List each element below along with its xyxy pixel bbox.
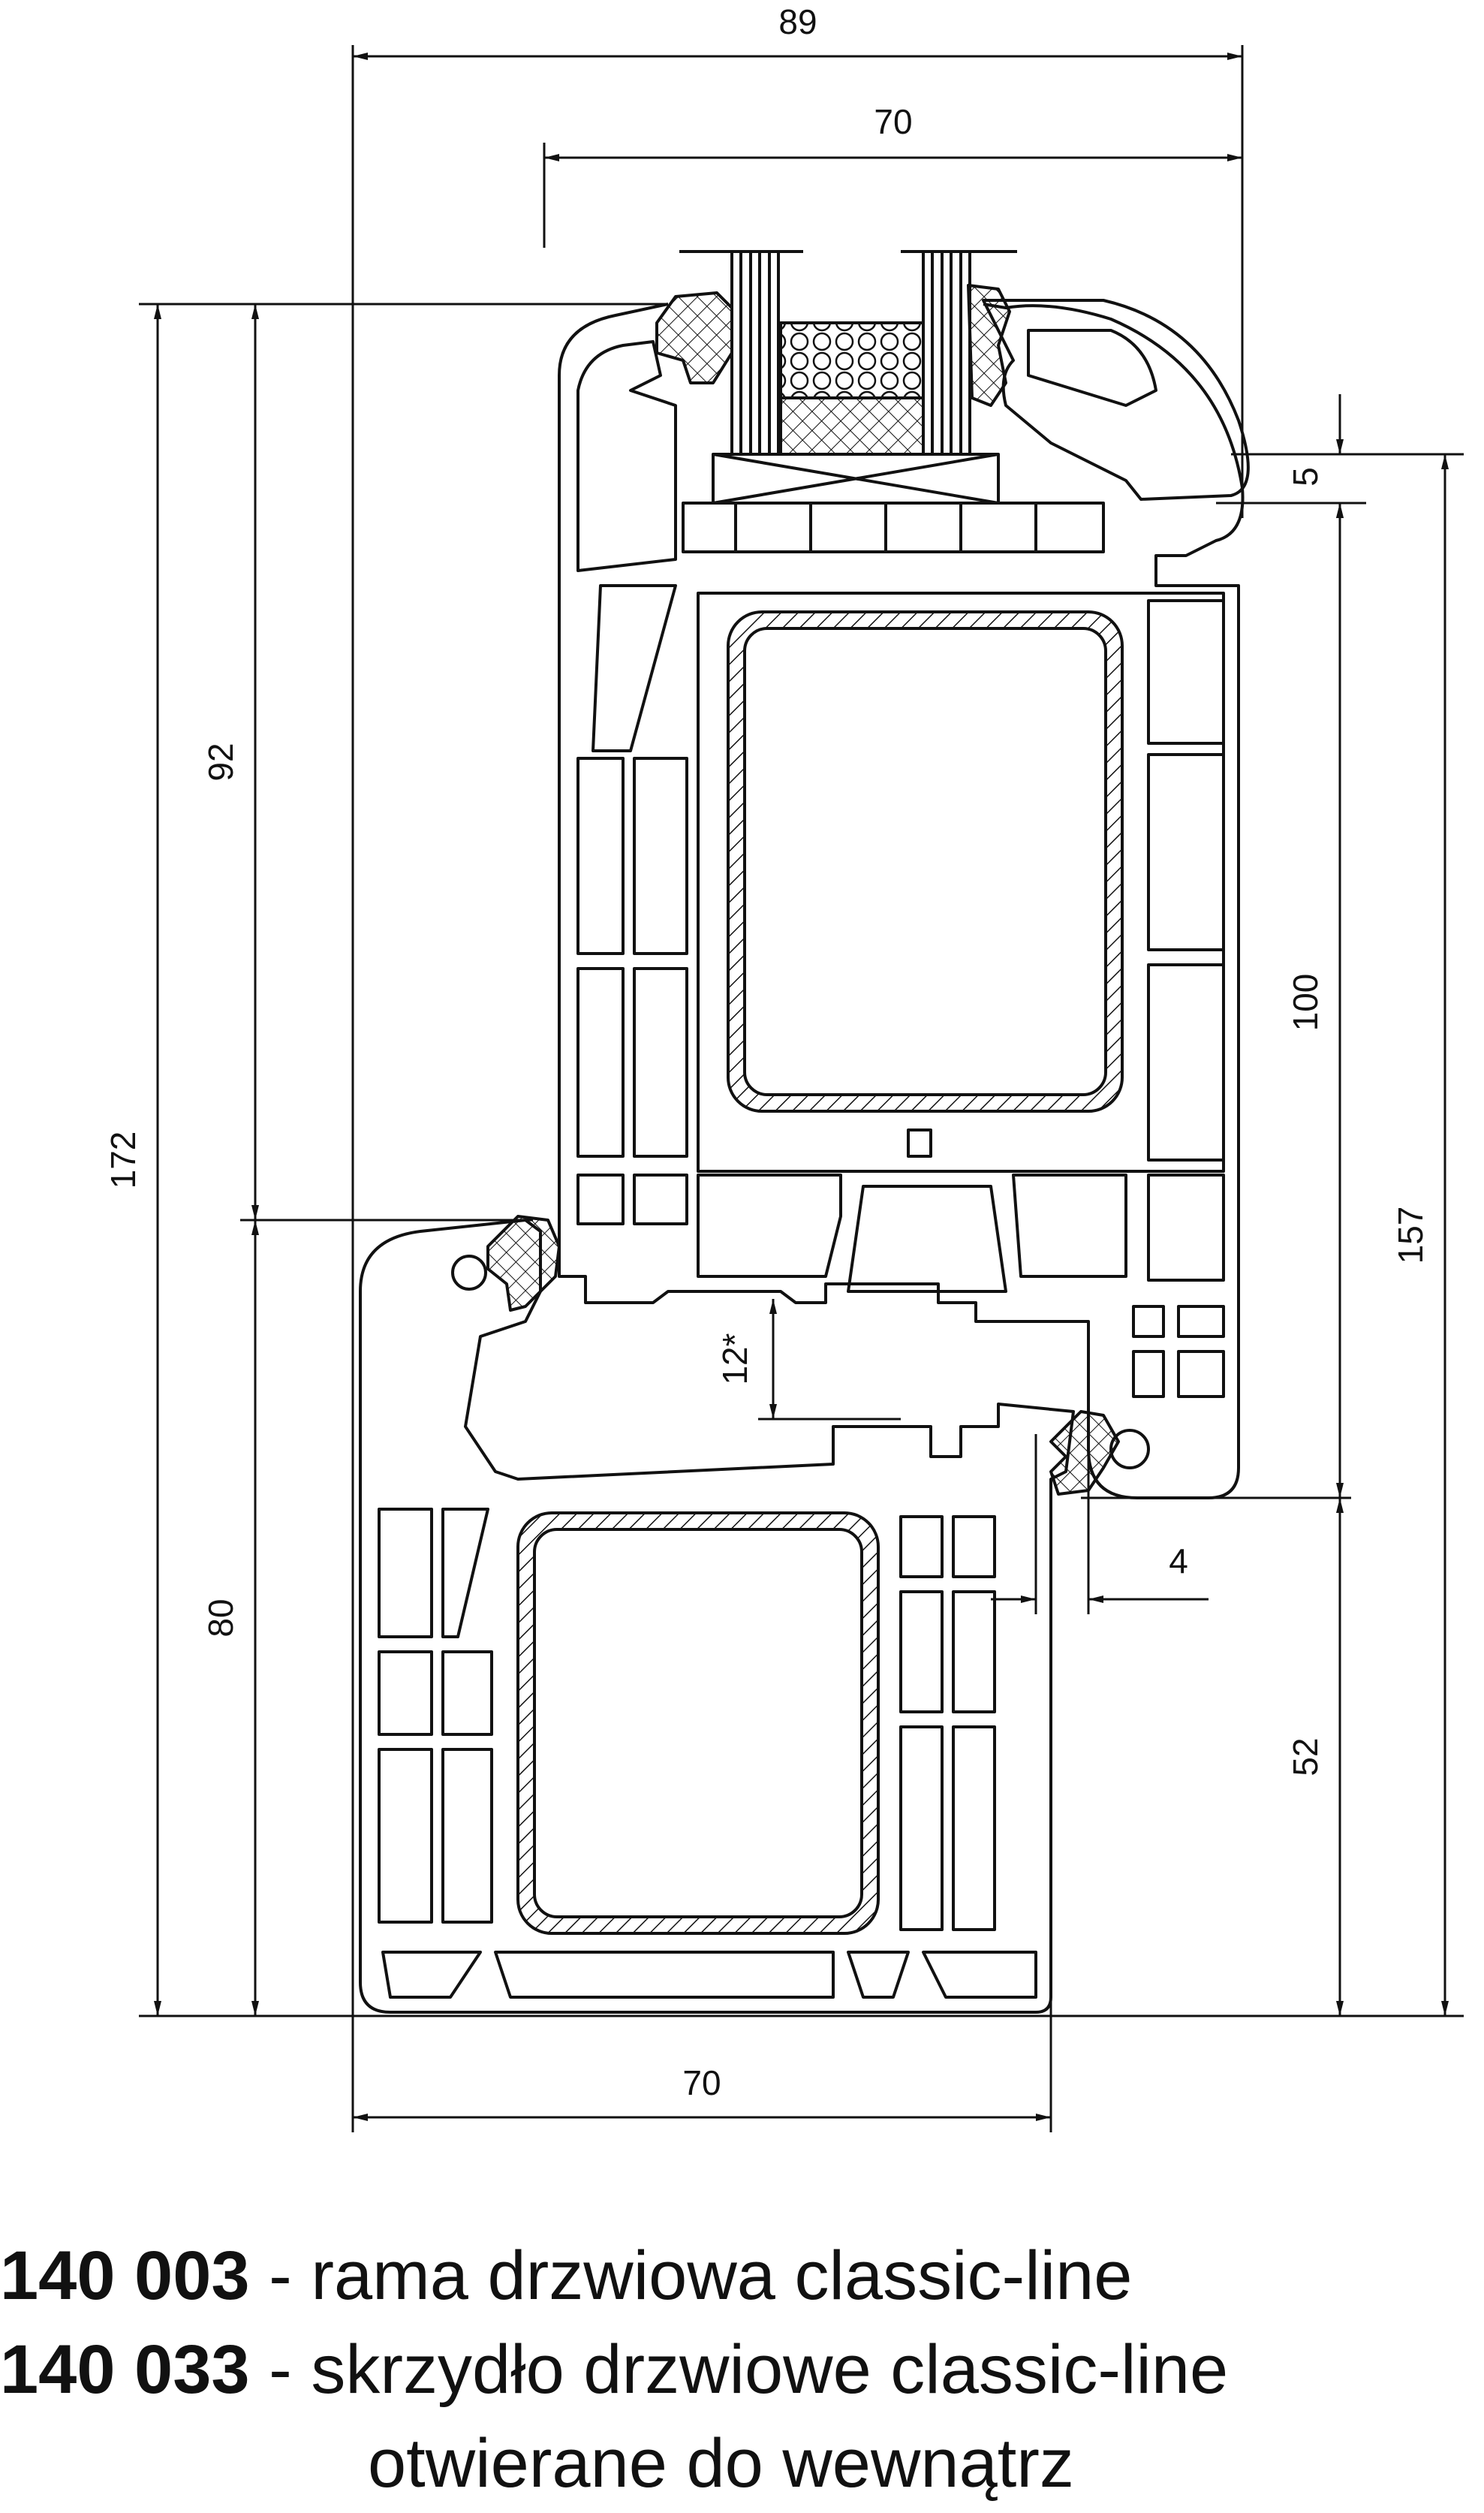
frame-outline bbox=[359, 1219, 1075, 2014]
caption-sash-separator: - bbox=[249, 2331, 312, 2408]
sash-chambers-right bbox=[1132, 599, 1225, 1398]
dim-glazing-offset: 5 bbox=[1286, 467, 1325, 487]
dim-overall-height: 172 bbox=[104, 1131, 143, 1189]
sash-chambers-left bbox=[576, 584, 688, 1225]
caption-sash: 140 033 - skrzydło drzwiowe classic-line bbox=[0, 2335, 1484, 2404]
caption-sash-code: 140 033 bbox=[0, 2331, 250, 2408]
caption-frame-separator: - bbox=[249, 2237, 312, 2314]
dim-sash-depth: 100 bbox=[1286, 974, 1325, 1032]
dimension-lines bbox=[139, 45, 1464, 2132]
frame-feet bbox=[381, 1951, 1037, 1999]
dim-overlap: 4 bbox=[1169, 1541, 1188, 1580]
caption-sash-text: skrzydło drzwiowe classic-line bbox=[311, 2331, 1229, 2408]
caption-opening: otwierane do wewnątrz bbox=[0, 2429, 1484, 2498]
dimension-values: 89 70 172 92 80 5 100 157 12* 4 52 70 bbox=[104, 2, 1430, 2102]
frame-gasket-outer bbox=[486, 1215, 561, 1312]
dim-sash-height: 92 bbox=[201, 743, 240, 781]
caption-frame-code: 140 003 bbox=[0, 2237, 250, 2314]
profile-geometry bbox=[359, 250, 1250, 2014]
glass-sealant bbox=[779, 396, 925, 456]
sash-outline bbox=[558, 303, 1245, 1499]
dim-frame-height: 80 bbox=[201, 1598, 240, 1637]
dim-frame-depth-bottom: 70 bbox=[682, 2063, 721, 2102]
frame-gasket-inner bbox=[1049, 1410, 1120, 1496]
glazing-block bbox=[682, 453, 1105, 553]
caption-frame: 140 003 - rama drzwiowa classic-line bbox=[0, 2241, 1484, 2310]
dim-frame-lower: 52 bbox=[1286, 1737, 1325, 1776]
sash-gasket-inner bbox=[967, 284, 1011, 407]
sash-gasket-outer bbox=[655, 291, 733, 384]
dim-frame-to-top: 157 bbox=[1391, 1207, 1430, 1264]
dim-overall-width: 89 bbox=[778, 2, 817, 41]
glass-spacer bbox=[779, 321, 925, 399]
frame-chambers bbox=[378, 1508, 996, 1931]
dim-frame-depth-top: 70 bbox=[874, 102, 912, 141]
profile-cross-section-drawing: 89 70 172 92 80 5 100 157 12* 4 52 70 bbox=[104, 2, 1464, 2132]
dim-gap: 12* bbox=[715, 1333, 754, 1385]
caption-opening-text: otwierane do wewnątrz bbox=[368, 2425, 1074, 2502]
caption-frame-text: rama drzwiowa classic-line bbox=[311, 2237, 1133, 2314]
